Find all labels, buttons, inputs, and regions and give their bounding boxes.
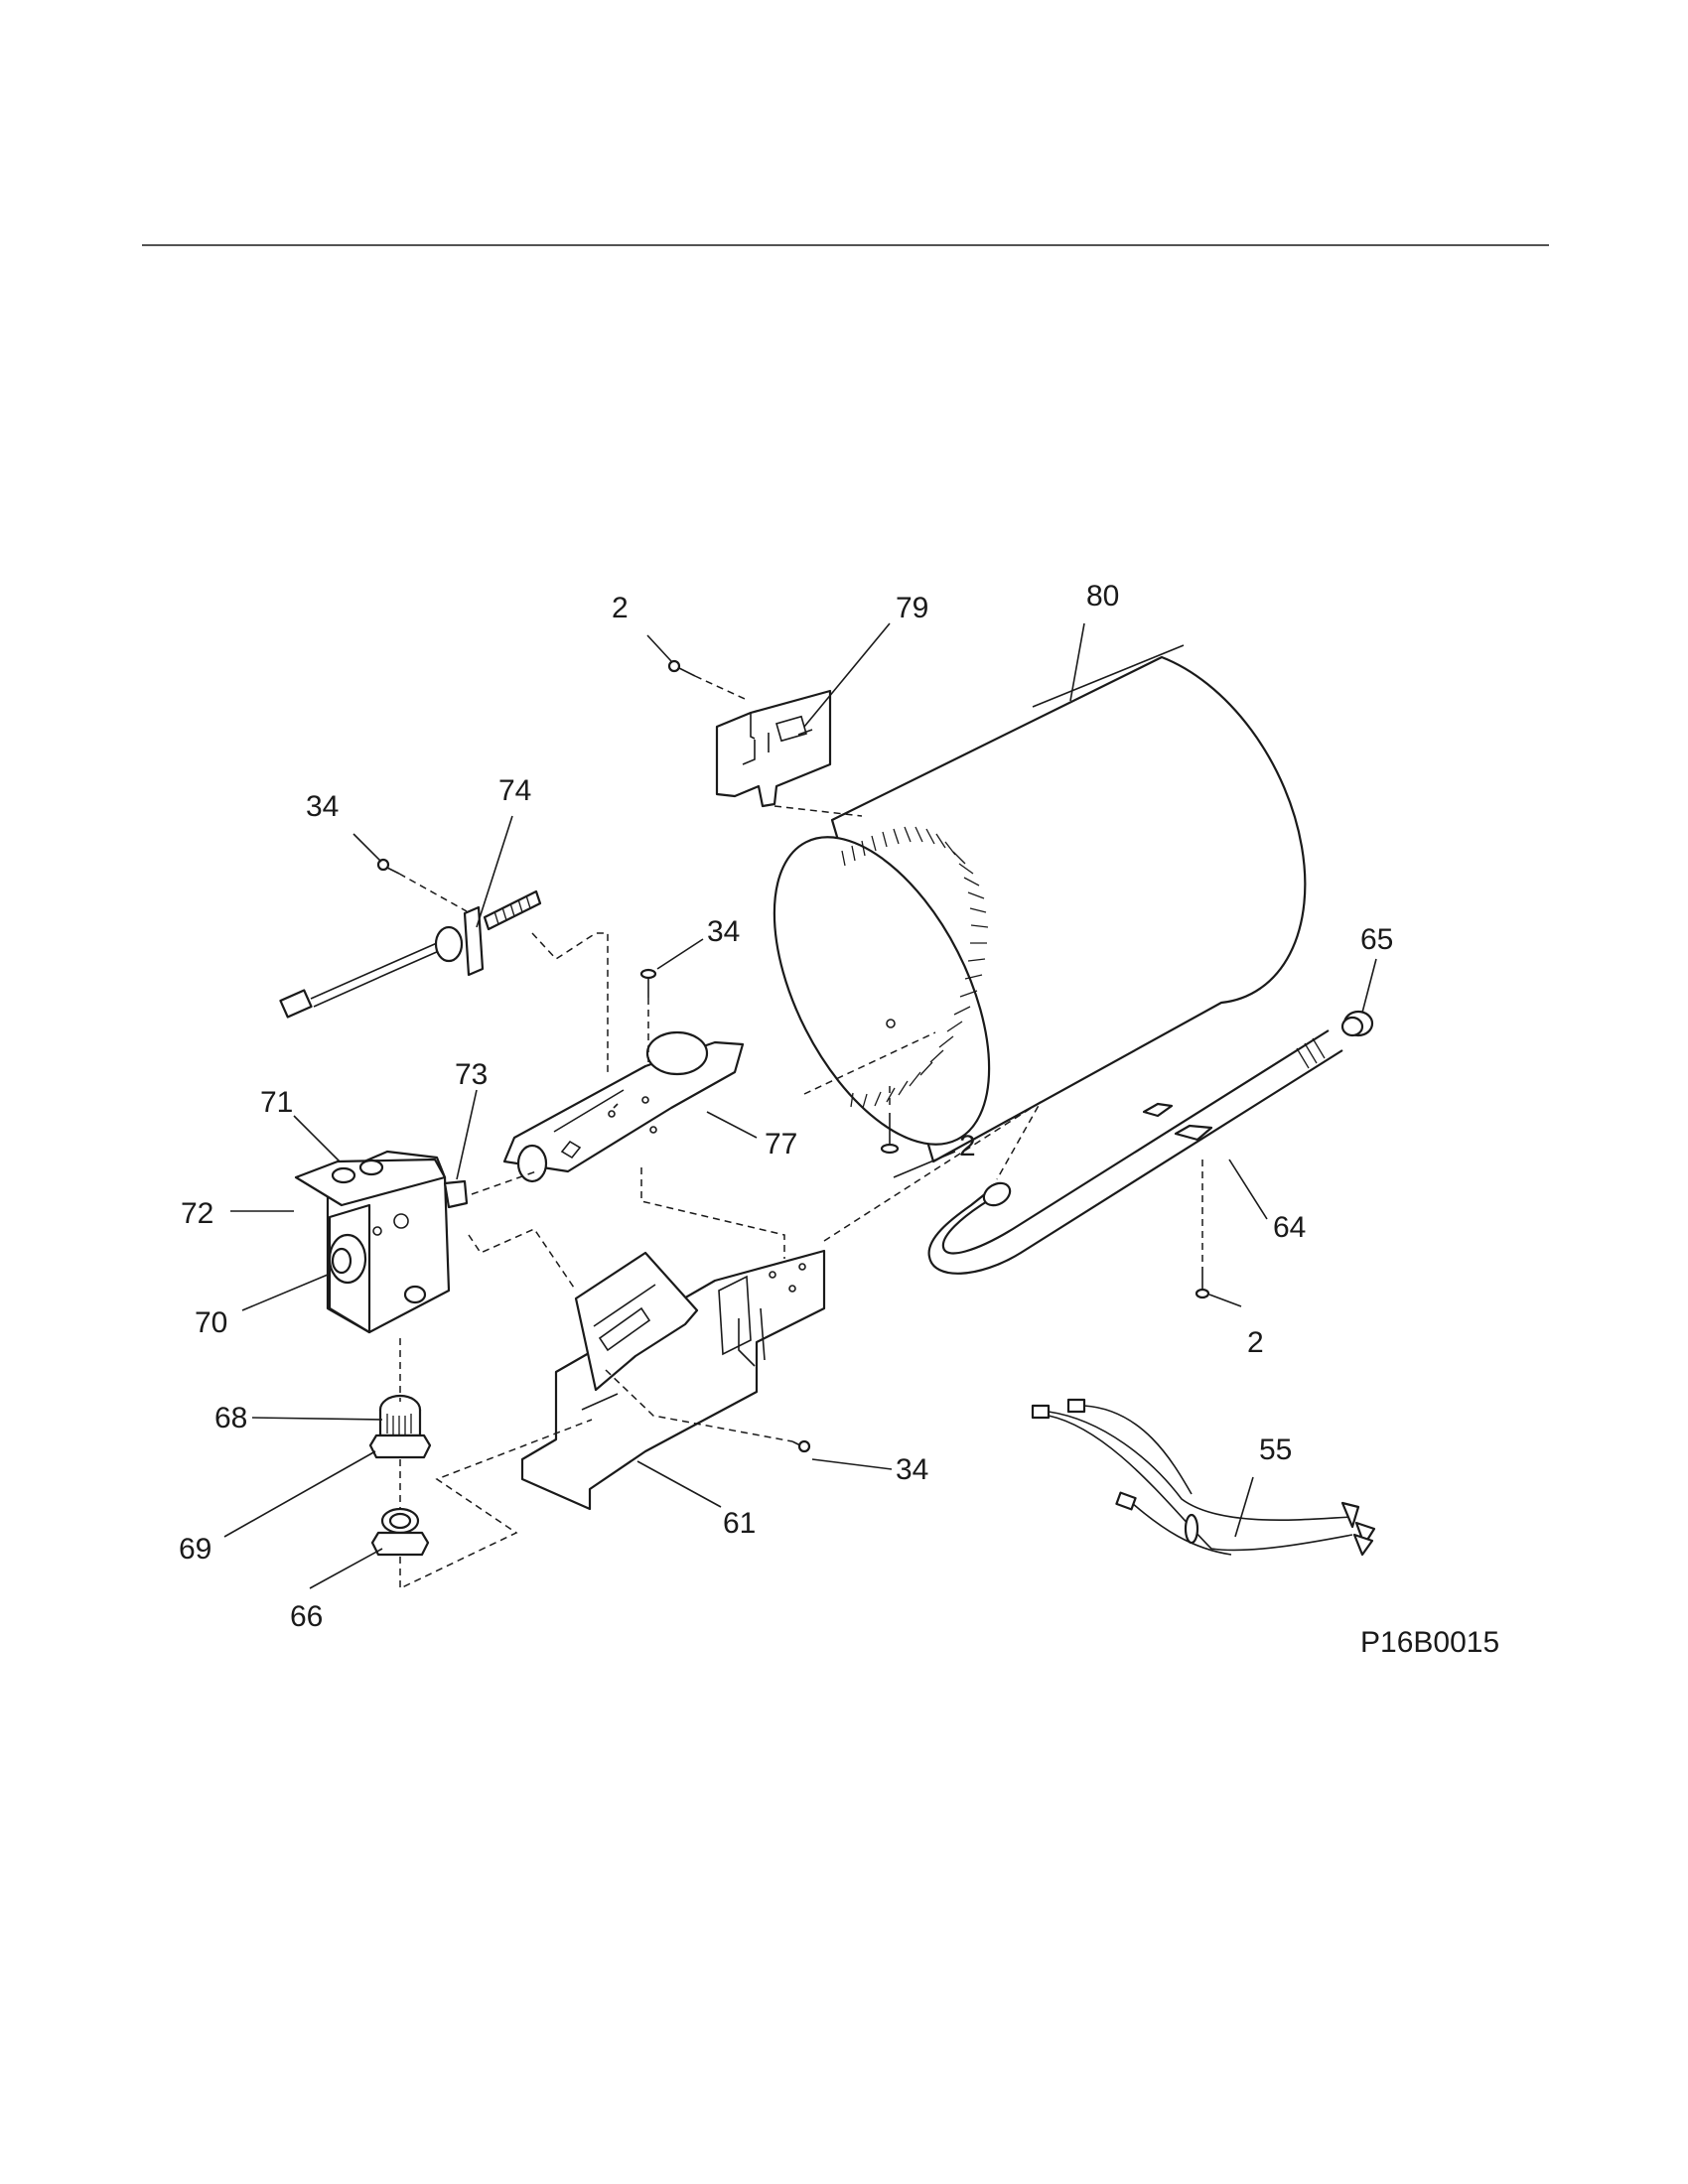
screw-34-mid [639, 968, 657, 998]
part-66-fitting [370, 1507, 430, 1557]
part-65-ring [1340, 1010, 1374, 1037]
callout-65: 65 [1360, 923, 1393, 956]
callout-2-right: 2 [1247, 1326, 1264, 1359]
callout-55: 55 [1259, 1433, 1292, 1466]
screw-2-right [1195, 1267, 1210, 1299]
callout-69: 69 [179, 1533, 211, 1566]
part-69-fitting [368, 1433, 432, 1459]
part-64-gas-pipe [927, 1029, 1343, 1275]
part-77-burner-tube [502, 1030, 745, 1183]
screw-2-top [667, 659, 696, 677]
part-80-drum [773, 644, 1307, 1163]
callout-66: 66 [290, 1600, 323, 1633]
callout-2-mid: 2 [959, 1130, 976, 1162]
callout-61: 61 [723, 1507, 756, 1540]
part-55-wire-harness [1031, 1398, 1376, 1557]
callout-34-bottom: 34 [896, 1453, 928, 1486]
callout-70: 70 [195, 1306, 227, 1339]
drawing-code: P16B0015 [1360, 1626, 1499, 1659]
screw-34-bottom [791, 1439, 811, 1453]
screw-2-mid [880, 1113, 900, 1155]
part-70-gas-valve [294, 1150, 469, 1334]
callout-72: 72 [181, 1197, 213, 1230]
part-79-bracket [715, 689, 832, 808]
callout-34-left: 34 [306, 790, 339, 823]
callout-74: 74 [498, 774, 531, 807]
leader-lines [223, 622, 1377, 1589]
callout-68: 68 [214, 1402, 247, 1434]
callout-73: 73 [455, 1058, 488, 1091]
part-61-bracket [520, 1249, 826, 1511]
callout-34-mid: 34 [707, 915, 740, 948]
part-68-orifice [378, 1394, 422, 1437]
screw-34-left [376, 858, 400, 875]
callout-77: 77 [765, 1128, 797, 1160]
part-74-igniter [279, 889, 542, 1019]
alignment-lines [398, 675, 1203, 1590]
callout-2-top: 2 [612, 592, 629, 624]
callout-79: 79 [896, 592, 928, 624]
callout-64: 64 [1273, 1211, 1306, 1244]
callout-labels: 2 79 80 34 74 34 65 71 73 2 77 72 64 70 … [179, 580, 1393, 1633]
callout-80: 80 [1086, 580, 1119, 613]
callout-71: 71 [260, 1086, 293, 1119]
